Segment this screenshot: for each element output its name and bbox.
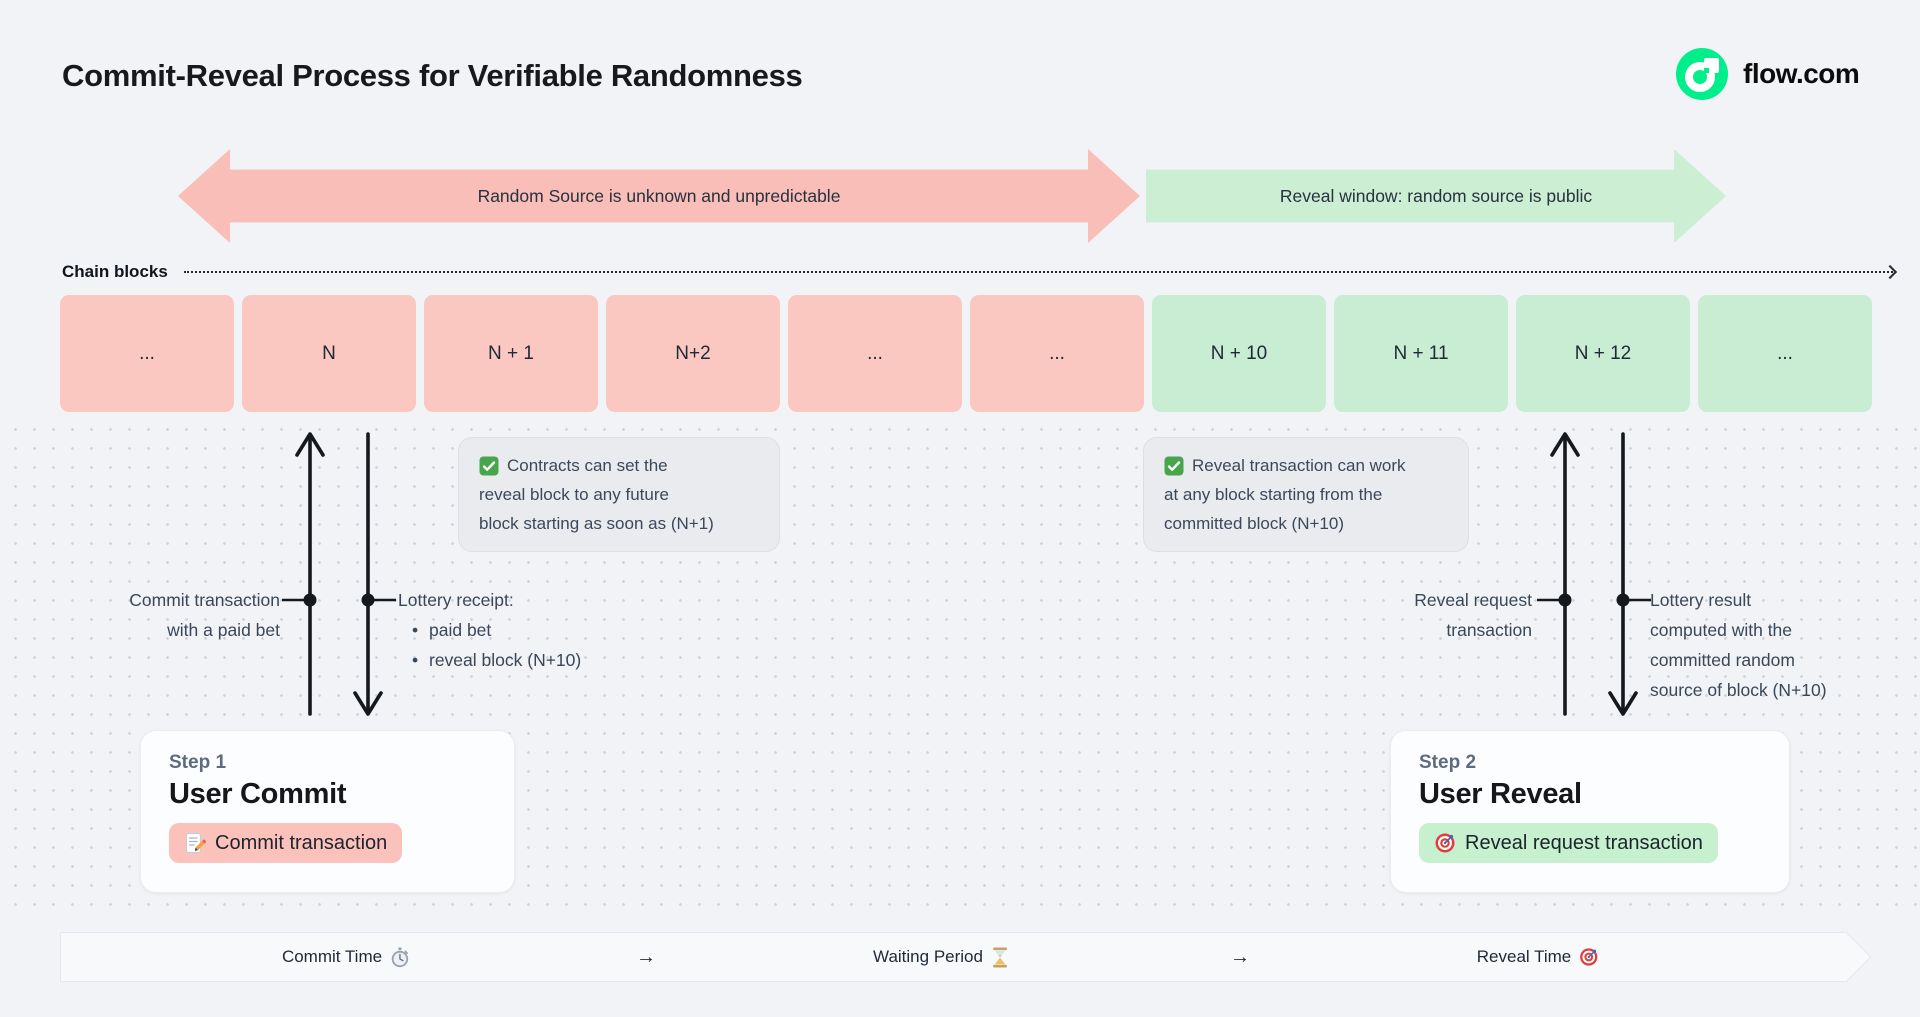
arrow-right-icon: → [636,945,656,968]
commit-tooltip-line: Contracts can set the [507,456,668,475]
block-ellipsis: ... [1698,295,1872,412]
chain-header: Chain blocks [62,252,1898,292]
target-icon [1434,832,1456,854]
reveal-badge-label: Reveal request transaction [1465,831,1703,854]
receipt-down-arrow [336,428,400,720]
reveal-tooltip-line: at any block starting from the [1164,485,1383,504]
stopwatch-icon [390,947,410,968]
arrow-right-icon: → [1230,945,1250,968]
result-down-arrow [1591,428,1655,720]
chain-blocks-row: ... N N + 1 N+2 ... ... N + 10 N + 11 N … [60,295,1872,412]
waiting-period-label: Waiting Period [873,947,983,966]
flow-logo-icon [1676,48,1728,100]
step2-title: User Reveal [1419,778,1582,810]
commit-tooltip-line: reveal block to any future [479,485,669,504]
block-n2: N+2 [606,295,780,412]
unknown-phase-label: Random Source is unknown and unpredictab… [477,185,841,206]
block-n12: N + 12 [1516,295,1690,412]
reveal-phase-label: Reveal window: random source is public [1279,185,1593,206]
timeline-bar: Commit Time → Waiting Period [60,931,1872,983]
reveal-up-arrow [1533,428,1597,720]
commit-time-label: Commit Time [281,947,383,966]
block-n1: N + 1 [424,295,598,412]
hourglass-icon [991,947,1009,968]
step1-card: Step 1 User Commit Commit transaction [140,730,515,893]
chain-dotted-line [183,271,1893,273]
block-n11: N + 11 [1334,295,1508,412]
reveal-phase-arrow: Reveal window: random source is public [1146,149,1726,243]
lottery-result-line: Lottery result [1650,590,1752,610]
block-ellipsis: ... [970,295,1144,412]
commit-tooltip-line: block starting as soon as (N+1) [479,514,714,533]
lottery-result-line: source of block (N+10) [1650,680,1827,700]
timeline-waiting-period: Waiting Period [873,933,1009,981]
lottery-result-line: computed with the [1650,620,1793,640]
target-icon [1579,947,1599,967]
brand-name: flow.com [1743,58,1860,89]
check-icon [479,456,499,476]
block-n10: N + 10 [1152,295,1326,412]
reveal-time-label: Reveal Time [1476,947,1572,966]
block-ellipsis: ... [60,295,234,412]
lottery-receipt-label: Lottery receipt: paid bet reveal block (… [398,585,658,675]
timeline-arrow-tip [1820,931,1872,983]
step2-label: Step 2 [1419,752,1477,773]
chain-blocks-label: Chain blocks [62,262,168,281]
timeline-arrow: → [636,933,656,981]
timeline-arrow: → [1230,933,1250,981]
commit-tooltip: Contracts can set the reveal block to an… [458,437,780,552]
commit-badge-label: Commit transaction [215,831,388,854]
block-n: N [242,295,416,412]
lottery-receipt-bullet: paid bet [398,615,658,645]
commit-tx-line: Commit transaction [129,590,280,610]
chain-arrow-icon [1882,264,1898,280]
step1-title: User Commit [169,778,347,810]
step2-card: Step 2 User Reveal Reveal request transa… [1390,730,1790,893]
timeline-reveal-time: Reveal Time [1477,933,1599,981]
block-ellipsis: ... [788,295,962,412]
reveal-request-badge: Reveal request transaction [1419,823,1718,863]
check-icon [1164,456,1184,476]
commit-transaction-badge: Commit transaction [169,823,403,863]
reveal-request-label: Reveal request transaction [1310,585,1532,645]
unknown-phase-arrow: Random Source is unknown and unpredictab… [178,149,1140,243]
reveal-tooltip-line: committed block (N+10) [1164,514,1344,533]
lottery-result-line: committed random [1650,650,1795,670]
reveal-request-line: transaction [1446,620,1532,640]
reveal-request-line: Reveal request [1414,590,1532,610]
commit-tx-line: with a paid bet [167,620,280,640]
timeline-commit-time: Commit Time [282,933,410,981]
commit-tx-label: Commit transaction with a paid bet [58,585,280,645]
page-title: Commit-Reveal Process for Verifiable Ran… [62,58,803,93]
step1-label: Step 1 [169,752,227,773]
lottery-receipt-bullet: reveal block (N+10) [398,645,658,675]
lottery-receipt-title: Lottery receipt: [398,590,514,610]
lottery-result-label: Lottery result computed with the committ… [1650,585,1885,705]
reveal-tooltip: Reveal transaction can work at any block… [1143,437,1469,552]
commit-up-arrow [278,428,342,720]
memo-icon [184,832,206,854]
reveal-tooltip-line: Reveal transaction can work [1192,456,1406,475]
flow-logo[interactable]: flow.com [1676,48,1860,100]
